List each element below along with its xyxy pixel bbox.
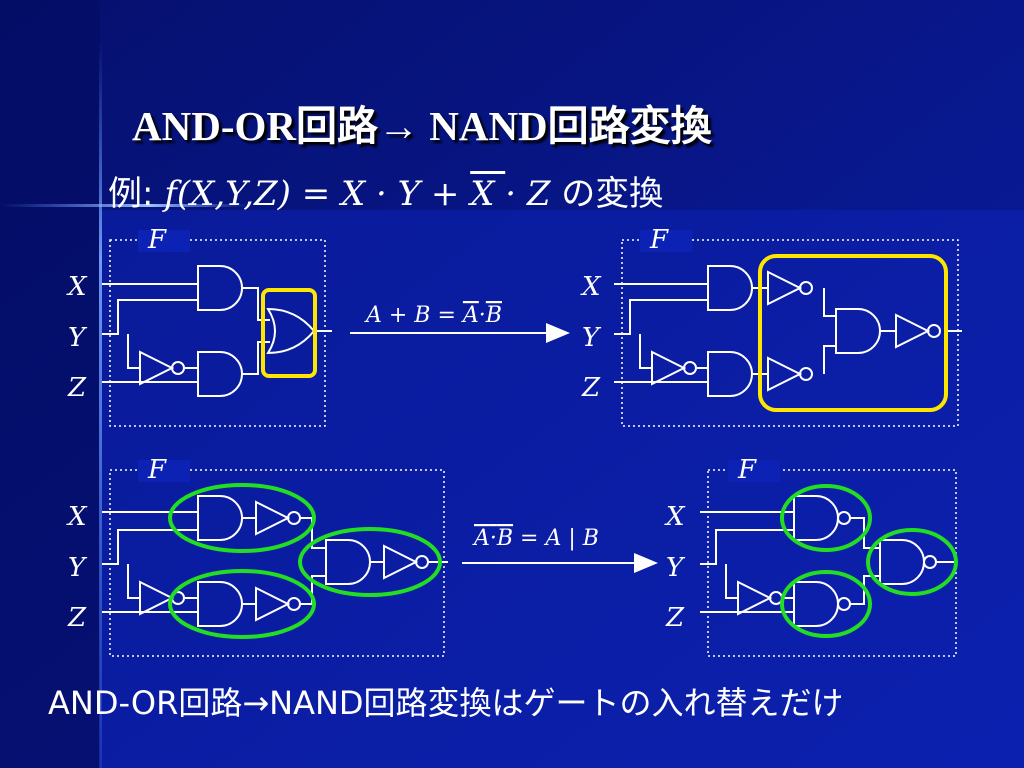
footer-caption: AND-OR回路→NAND回路変換はゲートの入れ替えだけ	[48, 684, 844, 722]
example-suffix: の変換	[550, 174, 664, 214]
group-nand-1	[780, 484, 872, 552]
group-nand-2	[780, 570, 872, 638]
input-label-x: X	[664, 502, 686, 532]
left-band	[0, 0, 100, 768]
input-label-y: Y	[68, 553, 88, 583]
input-label-x: X	[66, 272, 88, 302]
highlight-replaced-gates	[758, 254, 948, 412]
formula-tail: · Z	[505, 174, 551, 214]
output-label-f: F	[649, 225, 669, 255]
group-nand-2	[168, 569, 316, 639]
circuit-demorgan-step: F X Y Z	[580, 225, 962, 427]
input-label-z: Z	[67, 603, 87, 633]
input-label-z: Z	[665, 603, 685, 633]
decor-horizontal-line	[0, 204, 250, 207]
circuit-nand-final: F X Y Z	[664, 455, 958, 657]
content-panel	[100, 210, 1024, 768]
input-label-x: X	[580, 272, 602, 302]
output-label-f: F	[147, 225, 167, 255]
rule-de-morgan-text: A + B = A·B	[364, 303, 502, 328]
formula-main: f(X,Y,Z) = X · Y +	[153, 174, 471, 214]
slide-title: AND-OR回路→ NAND回路変換	[132, 103, 712, 149]
group-nand-3	[298, 527, 442, 597]
rule-nand: A·B = A | B	[462, 526, 658, 573]
highlight-or-gate	[261, 288, 317, 378]
input-label-y: Y	[68, 323, 88, 353]
circuit-grouped: F X Y Z	[66, 455, 448, 657]
wires	[102, 511, 448, 613]
decor-vertical-line	[99, 40, 102, 768]
input-label-y: Y	[666, 553, 686, 583]
circuit-and-or-original: F X Y Z	[66, 225, 332, 427]
input-label-z: Z	[581, 373, 601, 403]
output-label-f: F	[147, 455, 167, 485]
formula-bar: X	[470, 174, 506, 214]
example-prefix: 例:	[108, 174, 154, 214]
group-nand-3	[866, 528, 958, 596]
rule-nand-text: A·B = A | B	[472, 526, 599, 551]
input-label-y: Y	[582, 323, 602, 353]
input-label-x: X	[66, 502, 88, 532]
example-formula: 例: f(X,Y,Z) = X · Y + X · Z の変換	[108, 166, 663, 215]
input-label-z: Z	[67, 373, 87, 403]
rule-de-morgan: A + B = A·B	[350, 303, 570, 343]
output-label-f: F	[737, 455, 757, 485]
group-nand-1	[168, 483, 316, 553]
